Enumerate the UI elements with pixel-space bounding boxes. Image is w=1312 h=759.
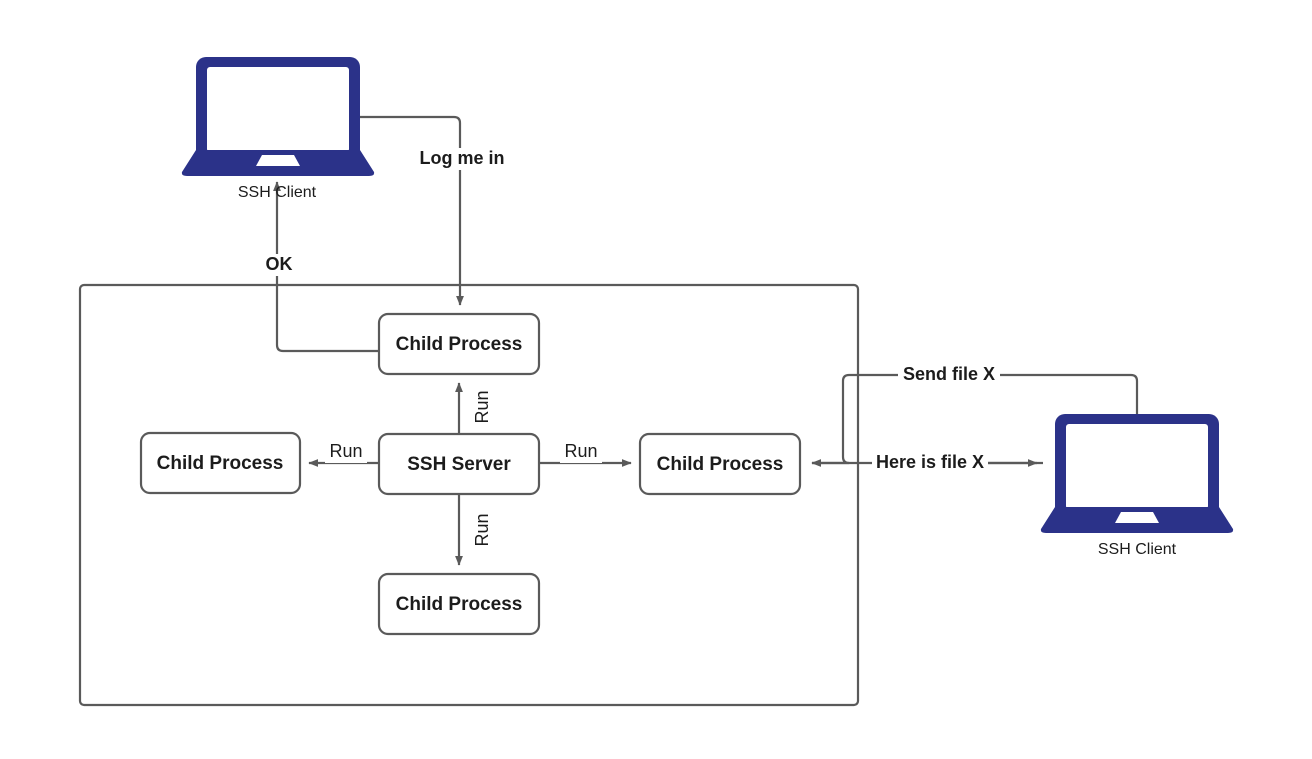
node-child-process-bottom[interactable]: Child Process [377,572,541,636]
edge-send-file-x [812,373,1139,465]
laptop-screen-inner [207,67,349,152]
node-label: Child Process [396,594,523,615]
edge-label-backing [872,452,988,474]
edge-label-run-left: Run [329,441,362,461]
ssh-client-top-label: SSH Client [238,184,317,201]
edge-label-backing [898,364,1000,386]
edge-label-send-file-x: Send file X [903,364,995,384]
node-box [377,432,541,496]
node-label: SSH Server [407,454,511,475]
laptop-icon-ssh-client-top[interactable] [181,57,375,176]
node-child-process-top[interactable]: Child Process [377,312,541,376]
edge-label-log-me-in: Log me in [420,148,505,168]
node-label: Child Process [157,453,284,474]
node-child-process-left[interactable]: Child Process [139,431,302,495]
edge-label-run-down: Run [472,513,492,546]
node-box [377,572,541,636]
node-ssh-server[interactable]: SSH Server [377,432,541,496]
edge-label-ok: OK [266,254,293,274]
laptop-notch [1115,512,1159,523]
node-box [377,312,541,376]
edge-log-me-in [360,115,464,306]
edge-label-backing [325,441,367,463]
node-label: Child Process [657,454,784,475]
laptop-icon-ssh-client-right[interactable] [1040,414,1234,533]
node-label: Child Process [396,334,523,355]
laptop-screen-inner [1066,424,1208,509]
node-box [638,432,802,496]
edge-label-backing [413,148,511,170]
edge-label-run-right: Run [564,441,597,461]
ssh-client-right-label: SSH Client [1098,541,1177,558]
edge-ok [273,181,379,353]
edge-label-run-up: Run [472,390,492,423]
server-boundary-container [78,283,860,707]
laptop-notch [256,155,300,166]
edge-label-here-is-file-x: Here is file X [876,452,984,472]
node-child-process-right[interactable]: Child Process [638,432,802,496]
edge-label-backing [261,254,295,276]
edge-label-backing [560,441,602,463]
node-box [139,431,302,495]
